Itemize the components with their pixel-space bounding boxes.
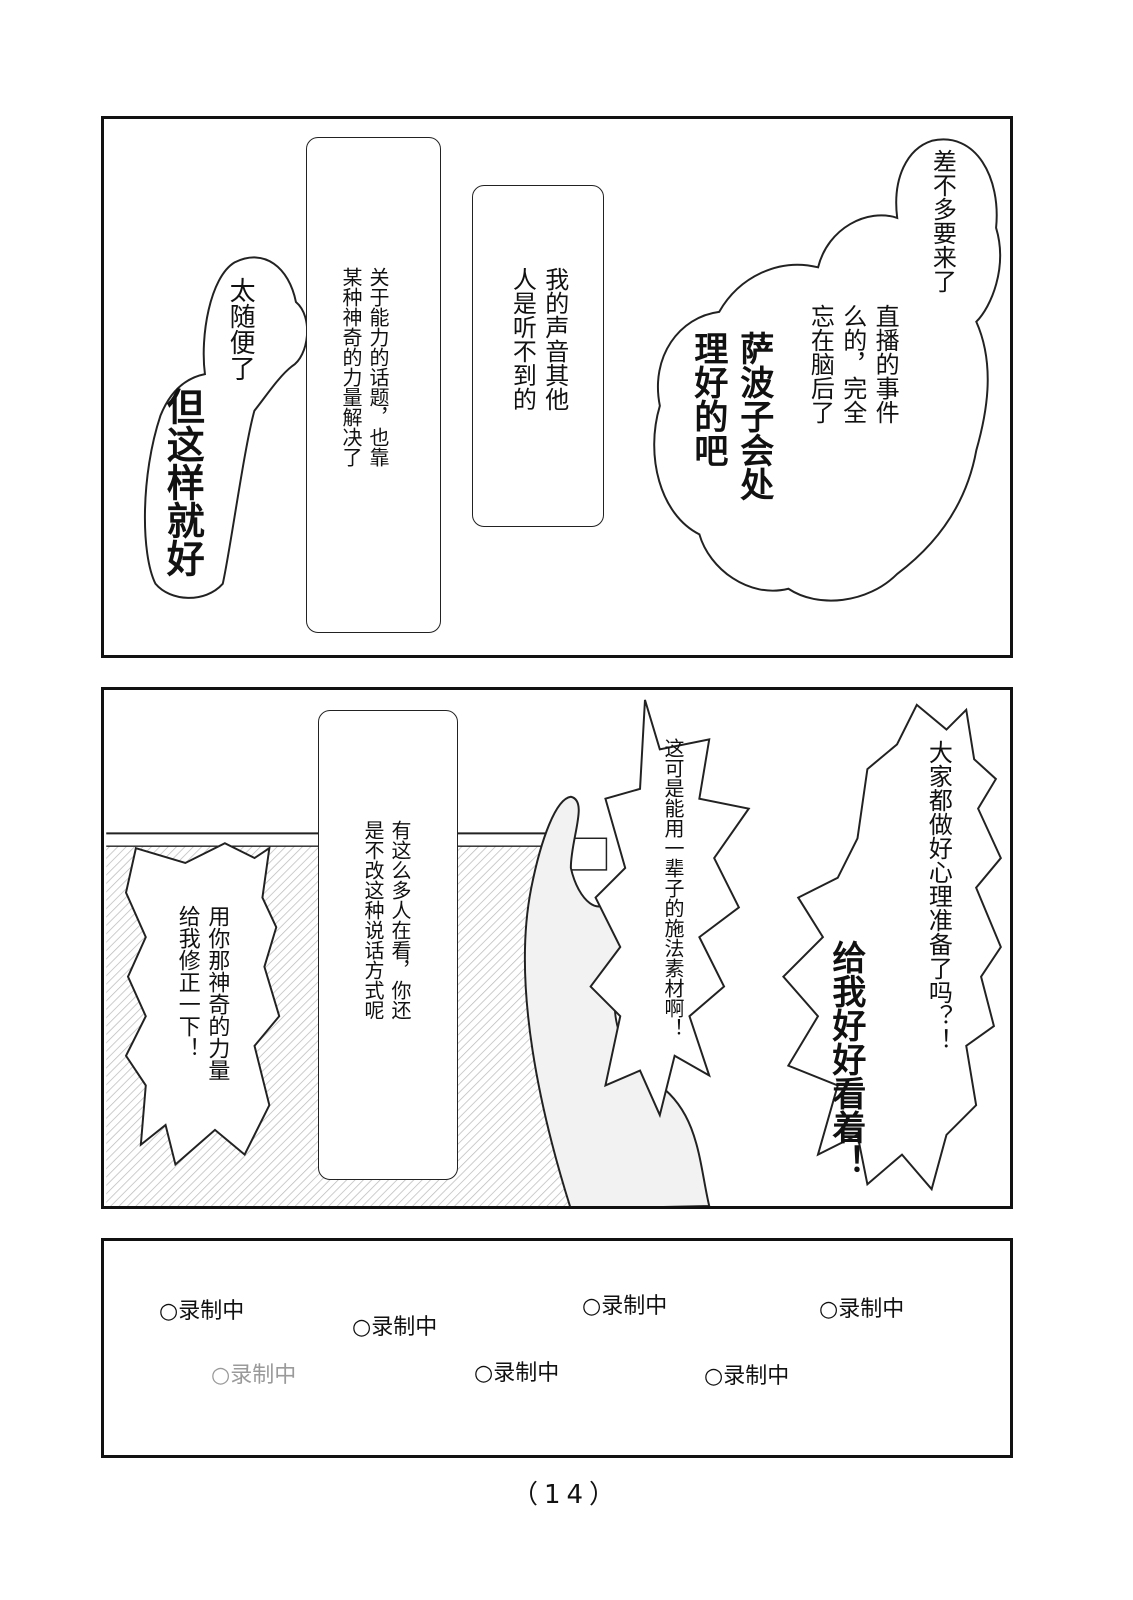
narration-box-a	[472, 185, 604, 527]
recording-label: ○录制中	[704, 1364, 790, 1389]
bubble-text-forgot-stream: 直播的事件 么的，完全 忘在脑后了	[806, 304, 900, 424]
recording-label: ○录制中	[819, 1297, 905, 1322]
spiky-bubble-right	[782, 703, 1002, 1192]
panel-3: ○录制中 ○录制中 ○录制中 ○录制中 ○录制中 ○录制中 ○录制中	[101, 1238, 1013, 1458]
recording-label: ○录制中	[582, 1294, 668, 1319]
panel-1: 差不多要来了 直播的事件 么的，完全 忘在脑后了 萨波子会处 理好的吧 我的声音…	[101, 116, 1013, 658]
recording-label-faded: ○录制中	[211, 1363, 297, 1388]
bubble-text-this-is-fine: 但这样就好	[160, 387, 205, 577]
spiky-bubble-left	[124, 842, 281, 1167]
panel-1-bubbles	[143, 138, 1002, 602]
box-text-ability-topic: 关于能力的话题，也靠 某种神奇的力量解决了	[339, 267, 390, 467]
shout-text-casting-material: 这可是能用一辈子的施法素材啊！	[661, 738, 685, 1038]
recording-label: ○录制中	[159, 1299, 245, 1324]
cloud-bubble	[653, 138, 1002, 602]
bubble-text-sabako-handles: 萨波子会处 理好的吧	[687, 331, 774, 501]
recording-label: ○录制中	[352, 1315, 438, 1340]
narration-box-b	[306, 137, 441, 633]
spiky-bubble-middle	[589, 699, 751, 1119]
page-number: （14）	[511, 1480, 622, 1510]
recording-label: ○录制中	[474, 1361, 560, 1386]
shout-text-fix-it: 用你那神奇的力量 给我修正一下！	[174, 905, 230, 1081]
narration-box-c	[318, 710, 458, 1180]
shout-text-watch-closely: 给我好好看着！	[825, 940, 866, 1178]
box-text-speech-manner: 有这么多人在看，你还 是不改这种说话方式呢	[361, 820, 412, 1020]
panel-2-art	[106, 699, 1002, 1206]
bubble-text-too-casual: 太随便了	[225, 277, 256, 381]
panel-2: 大家都做好心理准备了吗？！ 给我好好看着！ 这可是能用一辈子的施法素材啊！ 有这…	[101, 687, 1013, 1209]
shout-text-ready: 大家都做好心理准备了吗？！	[924, 740, 953, 1052]
bubble-text-almost-time: 差不多要来了	[928, 149, 957, 293]
box-text-voice-unheard: 我的声音其他 人是听不到的	[508, 267, 569, 411]
